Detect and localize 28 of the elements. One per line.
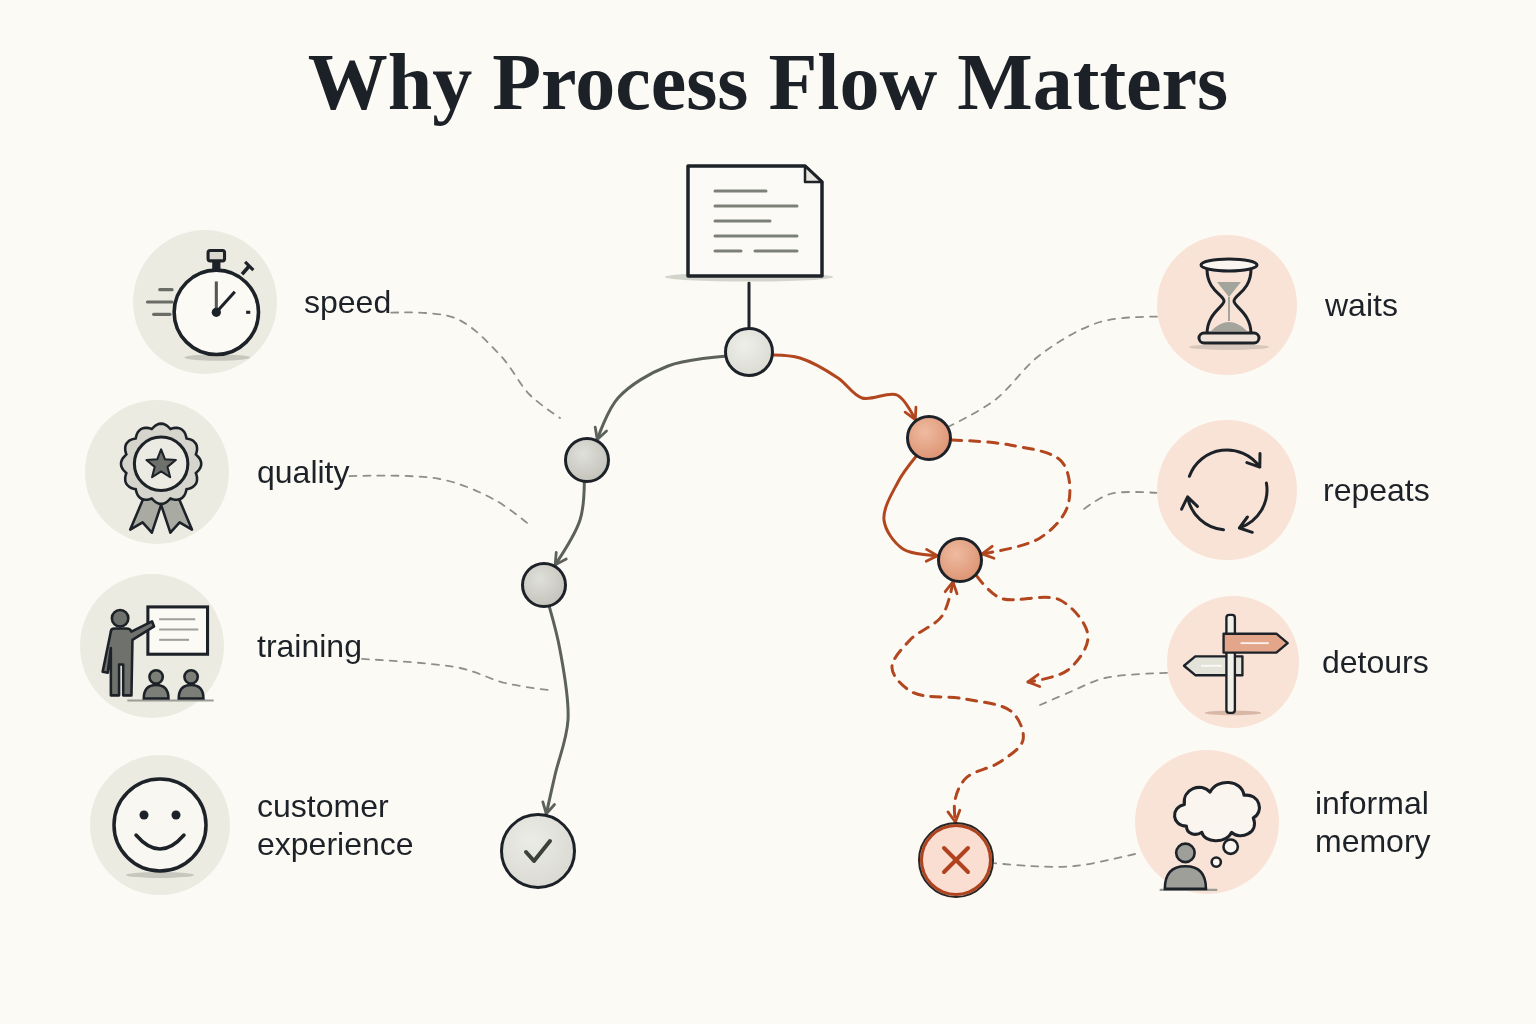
leader-line [1039,671,1168,706]
arrow [553,481,586,567]
arrow [882,455,939,563]
leader-line [948,315,1158,428]
arrow [950,438,1072,560]
feature-label: repeats [1323,472,1430,508]
connector-line [747,281,751,329]
leader-line [361,658,549,691]
step-node [937,537,983,583]
arrow [772,353,918,422]
leader-line [993,853,1136,868]
arrow [975,574,1090,688]
step-node [521,562,567,608]
step-node [724,327,774,377]
step-node [564,437,610,483]
arrow [890,580,1025,824]
arrow [541,605,570,816]
feature-label: informal memory [1315,785,1431,859]
feature-label: training [257,628,362,664]
feature-label: waits [1325,287,1398,323]
feature-label: quality [257,454,350,490]
arrow [593,354,726,441]
step-node [906,415,952,461]
leader-line [390,311,561,419]
feature-label: customer experience [257,788,414,862]
title: Why Process Flow Matters [307,38,1229,126]
feature-label: speed [304,284,392,320]
feature-label: detours [1322,644,1429,680]
